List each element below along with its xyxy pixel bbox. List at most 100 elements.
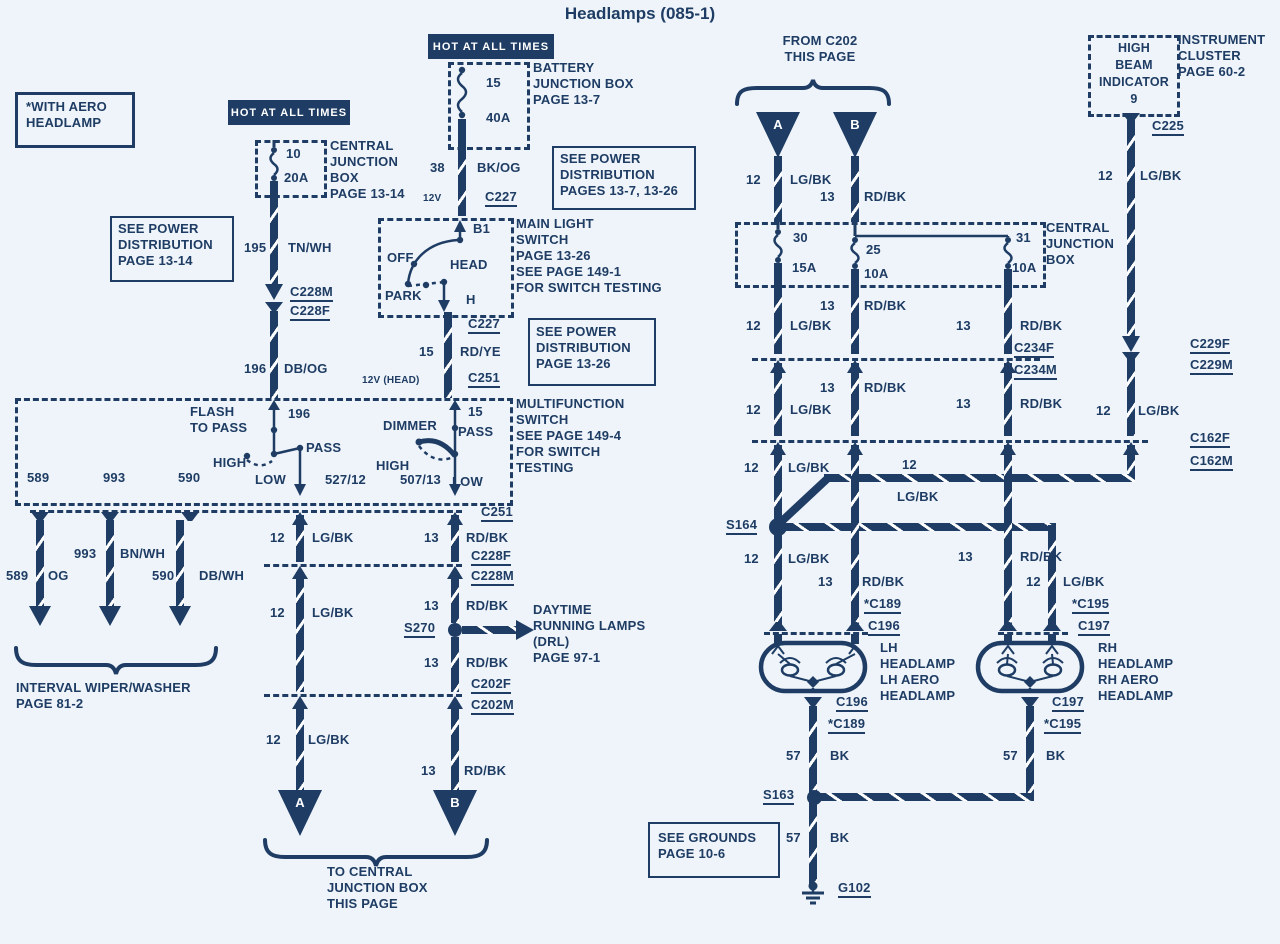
connector-c196-upper: C196 (868, 618, 900, 636)
wire-38-gauge: 38 (430, 160, 445, 175)
wire-12-lgbk-seg2 (296, 572, 304, 692)
high-beam-indicator-box: HIGH BEAM INDICATOR 9 (1088, 35, 1180, 117)
wire-15-gauge: 15 (419, 344, 434, 359)
fuse-25-amp: 10A (864, 266, 889, 281)
wire-12-color-2: LG/BK (312, 605, 354, 620)
wire-13-rdbk-seg2 (451, 572, 459, 623)
rh-headlamp-note: RH HEADLAMP RH AERO HEADLAMP (1098, 640, 1174, 703)
from-c202-note: FROM C202 THIS PAGE (782, 33, 858, 64)
wire-13-rdbk-seg1 (451, 515, 459, 562)
wire-main-ground-color: BK (830, 830, 850, 845)
ground-symbol-g102 (802, 881, 824, 905)
switch-507-13-label: 507/13 (400, 472, 441, 487)
connector-c162f-label: C162F (1190, 430, 1231, 448)
connector-c234f-label: C234F (1014, 340, 1055, 358)
switch-h-label: H (466, 292, 476, 307)
see-power-box-3: SEE POWER DISTRIBUTION PAGE 13-26 (528, 318, 656, 386)
stub-lh-low (851, 634, 859, 644)
multifunction-switch-note: MULTIFUNCTION SWITCH SEE PAGE 149-4 FOR … (516, 396, 625, 475)
connector-c228m-row: C228M (471, 568, 514, 586)
arrowhead-590 (169, 606, 191, 626)
drl-branch-wire (462, 626, 518, 634)
battery-junction-box (448, 62, 530, 150)
cjb-right-note: CENTRAL JUNCTION BOX (1046, 220, 1115, 267)
connector-flare-c225 (1122, 113, 1140, 122)
wire-r13b-color-1: RD/BK (1020, 318, 1063, 333)
stub-rh-hb (1048, 634, 1056, 644)
flare-lh-ground (804, 697, 822, 706)
switch-flash-to-pass-label: FLASH TO PASS (190, 404, 248, 435)
off-page-triangle-a-bottom: A (278, 790, 322, 836)
flare-lh-hb (769, 622, 787, 631)
switch-pass-center-label: PASS (306, 440, 342, 455)
connector-c251-row: C251 (481, 504, 513, 522)
wire-12-color-3: LG/BK (308, 732, 350, 747)
wire-b-feed (851, 156, 859, 222)
switch-low-left-label: LOW (255, 472, 286, 487)
wire-r13b-gauge-2: 13 (956, 396, 971, 411)
hot-at-all-times-banner-left: HOT AT ALL TIMES (228, 100, 350, 125)
wire-38-bkog (458, 144, 466, 216)
connector-row-c251 (30, 510, 462, 513)
connector-arrow-c229 (1122, 336, 1140, 352)
connector-c229f-label: C229F (1190, 336, 1231, 354)
connector-c196-lower: C196 (836, 694, 868, 712)
wire-rh-low-gauge: 13 (958, 549, 973, 564)
wire-ground-bus (811, 793, 1034, 801)
switch-993-label: 993 (103, 470, 126, 485)
wire-589-color: OG (48, 568, 69, 583)
switch-park-label: PARK (385, 288, 422, 303)
connector-c228f-row: C228F (471, 548, 512, 566)
brace-to-cjb (263, 838, 489, 867)
wire-993-bnwh (106, 520, 114, 606)
connector-row-lh-headlamp (764, 632, 868, 635)
wire-hbi-color-2: LG/BK (1138, 403, 1180, 418)
wire-rh-hb-gauge: 12 (1026, 574, 1041, 589)
wire-hb-color-a: LG/BK (788, 460, 830, 475)
multifunction-switch-internals (243, 400, 461, 496)
off-page-triangle-a-top: A (756, 112, 800, 158)
switch-589-label: 589 (27, 470, 50, 485)
see-power-note-2: SEE POWER DISTRIBUTION PAGES 13-7, 13-26 (560, 151, 679, 198)
wire-b-gauge: 13 (820, 189, 835, 204)
wire-r12-color-1: LG/BK (790, 318, 832, 333)
wire-hbi-color-1: LG/BK (1140, 168, 1182, 183)
splice-s163-label: S163 (763, 787, 795, 805)
wire-195-color: TN/WH (288, 240, 332, 255)
wire-12-color-1: LG/BK (312, 530, 354, 545)
wire-r13a-color-1: RD/BK (864, 298, 907, 313)
connector-c202f-label: C202F (471, 676, 512, 694)
wire-rh-ground-gauge: 57 (1003, 748, 1018, 763)
wire-r12-gauge-1: 12 (746, 318, 761, 333)
connector-c189-lower: *C189 (828, 716, 866, 734)
wire-13-color-3: RD/BK (466, 655, 509, 670)
splice-s270-label: S270 (404, 620, 436, 638)
wire-r13a-color-2: RD/BK (864, 380, 907, 395)
wire-rh-hb-color: LG/BK (1063, 574, 1105, 589)
wire-r13a-gauge-2: 13 (820, 380, 835, 395)
flare-rh-low (999, 622, 1017, 631)
cjb-left-fuse-symbol (269, 140, 279, 192)
wire-hb-gauge-a: 12 (744, 460, 759, 475)
wire-589-gauge: 589 (6, 568, 29, 583)
connector-c225-label: C225 (1152, 118, 1184, 136)
wire-a-feed (774, 156, 782, 222)
main-light-switch-internals (404, 220, 466, 312)
instrument-cluster-note: INSTRUMENT CLUSTER PAGE 60-2 (1178, 32, 1266, 79)
splice-s270-dot (448, 623, 462, 637)
connector-row-c162 (752, 440, 1148, 443)
wire-hb-rh-drop (1048, 525, 1056, 630)
wire-r13b-seg2 (1004, 363, 1012, 436)
flare-rh-hb (1043, 622, 1061, 631)
connector-flare-589 (31, 512, 49, 521)
connector-c234m-label: C234M (1014, 362, 1057, 380)
see-power-box-1: SEE POWER DISTRIBUTION PAGE 13-14 (110, 216, 234, 282)
fuse-40a-label: 40A (486, 110, 511, 125)
wire-15-color: RD/YE (460, 344, 501, 359)
switch-head-label: HEAD (450, 257, 488, 272)
to-cjb-note: TO CENTRAL JUNCTION BOX THIS PAGE (327, 864, 428, 911)
switch-low-right-label: LOW (452, 474, 483, 489)
wire-13-color-2: RD/BK (466, 598, 509, 613)
wire-13-gauge-1: 13 (424, 530, 439, 545)
wire-196-dbog (270, 311, 278, 398)
